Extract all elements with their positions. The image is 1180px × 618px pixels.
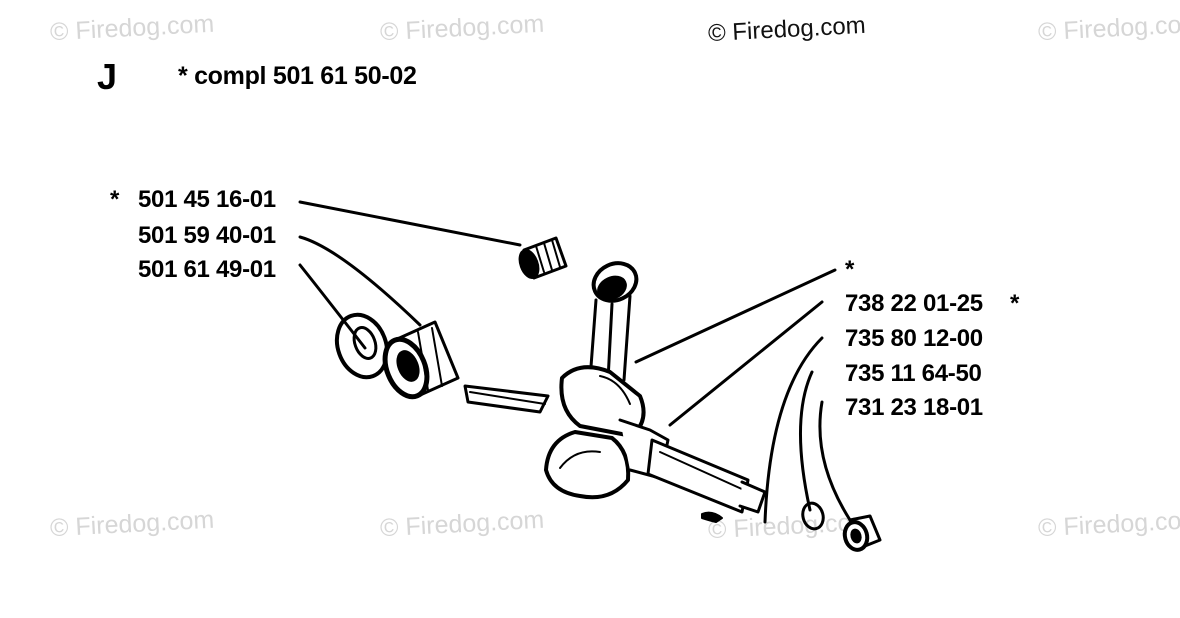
- section-letter: J: [97, 56, 118, 97]
- part-label: 735 80 12-00: [845, 325, 983, 352]
- star-marker: *: [845, 256, 855, 283]
- small-washer-part: [801, 501, 825, 531]
- star-marker: *: [110, 186, 120, 213]
- part-label: 735 11 64-50: [845, 360, 982, 387]
- part-label: 501 45 16-01: [138, 186, 276, 213]
- crankshaft-part: [463, 365, 767, 514]
- leader-line: [799, 370, 814, 512]
- part-label: 501 61 49-01: [138, 256, 276, 283]
- leader-line: [763, 336, 824, 524]
- key-part: [701, 511, 723, 523]
- needle-bearing-part: [518, 236, 568, 280]
- assembly-title: * compl 501 61 50-02: [178, 62, 417, 90]
- leader-line: [634, 268, 837, 364]
- bearing-part: [382, 320, 460, 400]
- star-marker: *: [1010, 290, 1020, 317]
- washer-part: [334, 312, 390, 380]
- part-label: 731 23 18-01: [845, 394, 983, 421]
- leader-line: [818, 400, 852, 522]
- leader-line: [298, 200, 522, 247]
- part-label: 501 59 40-01: [138, 222, 276, 249]
- leader-line: [298, 235, 422, 327]
- nut-part: [842, 514, 882, 552]
- leader-line: [668, 300, 824, 427]
- part-label: 738 22 01-25: [845, 290, 983, 317]
- connecting-rod-part: [588, 261, 639, 382]
